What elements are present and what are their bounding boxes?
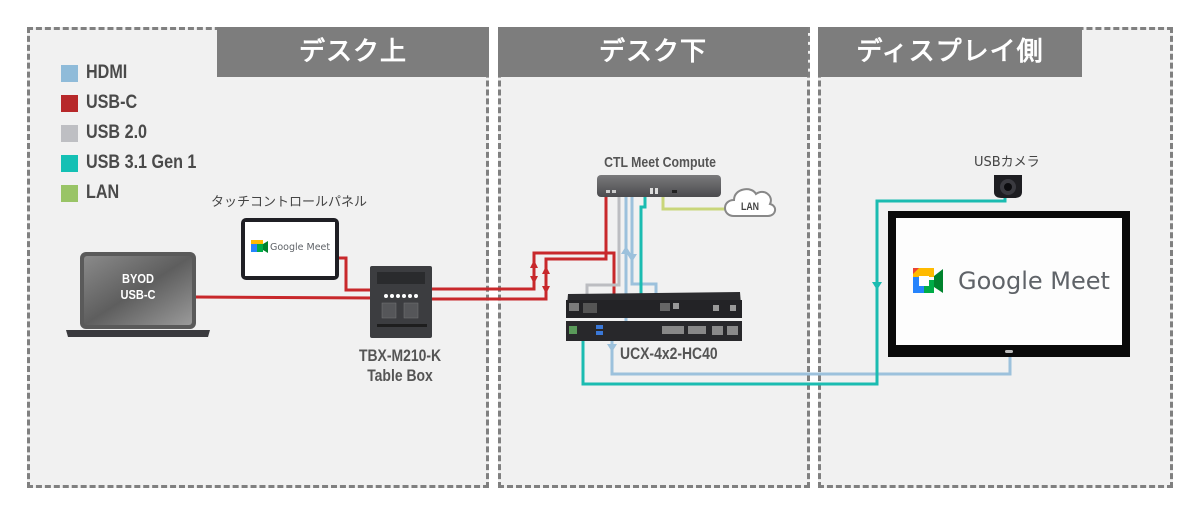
zone-header-desk-top: デスク上 <box>217 27 489 77</box>
table-box-device <box>370 266 432 338</box>
compute-device <box>597 175 721 197</box>
legend-swatch <box>61 154 78 172</box>
touch-panel-device <box>241 218 339 280</box>
usb-c-arrows <box>530 260 550 294</box>
legend-item-usb-c: USB-C <box>61 88 216 118</box>
arrow-up-icon <box>530 260 538 268</box>
cable-panel-tablebox <box>338 256 375 292</box>
laptop-label-line1: BYOD <box>122 271 154 286</box>
legend-label: USB 3.1 Gen 1 <box>86 152 197 173</box>
touch-panel-screen-text: Google Meet <box>270 242 331 253</box>
arrow-down-icon <box>542 286 550 294</box>
switcher-label: UCX-4x2-HC40 <box>620 344 718 363</box>
cable-lan <box>661 195 728 211</box>
cable-usb3 <box>581 195 1007 386</box>
compute-label: CTL Meet Compute <box>604 154 716 171</box>
legend-label: USB-C <box>86 92 138 113</box>
cable-usb3-switcher-camera <box>581 198 1007 386</box>
camera-device <box>994 175 1022 198</box>
cable-laptop-tablebox <box>195 295 376 300</box>
google-meet-logo-icon <box>913 268 943 293</box>
legend-item-usb-3: USB 3.1 Gen 1 <box>61 148 216 178</box>
legend: HDMI USB-C USB 2.0 USB 3.1 Gen 1 LAN <box>61 58 216 208</box>
arrow-up-icon <box>621 246 631 254</box>
camera-label: USBカメラ <box>974 155 1040 170</box>
table-box-label-line1: TBX-M210-K <box>358 346 442 365</box>
legend-item-lan: LAN <box>61 178 216 208</box>
zone-header-display-side: ディスプレイ側 <box>818 27 1082 77</box>
display-device <box>888 211 1130 357</box>
arrow-down-icon <box>607 344 617 352</box>
google-meet-logo-icon <box>251 240 268 253</box>
touch-panel-title: タッチコントロールパネル <box>211 195 368 210</box>
laptop-device <box>66 252 210 337</box>
legend-swatch <box>61 94 78 112</box>
arrow-down-icon <box>872 282 882 290</box>
arrow-down-icon <box>627 254 637 262</box>
legend-swatch <box>61 184 78 202</box>
zone-header-under-desk: デスク下 <box>498 27 808 77</box>
lan-cloud-icon <box>724 188 776 217</box>
cable-hdmi-switcher-display <box>610 338 1012 376</box>
legend-item-usb-2: USB 2.0 <box>61 118 216 148</box>
cable-usb-c <box>195 195 616 308</box>
lan-cloud-label: LAN <box>740 201 760 213</box>
arrow-up-icon <box>542 266 550 274</box>
legend-label: USB 2.0 <box>86 122 148 143</box>
cable-usb3-compute-switcher <box>639 195 647 311</box>
switcher-device <box>566 292 742 341</box>
arrow-down-icon <box>530 276 538 284</box>
legend-label: LAN <box>86 182 120 203</box>
laptop-label-line2: USB-C <box>120 287 156 302</box>
hdmi-arrows <box>607 246 637 352</box>
cable-tablebox-switcher-1 <box>432 251 616 308</box>
table-box-label-line2: Table Box <box>367 366 433 385</box>
legend-label: HDMI <box>86 62 128 83</box>
cable-tablebox-switcher-2 <box>432 195 608 301</box>
legend-swatch <box>61 64 78 82</box>
legend-swatch <box>61 124 78 142</box>
legend-item-hdmi: HDMI <box>61 58 216 88</box>
display-screen-text: Google Meet <box>958 267 1110 295</box>
